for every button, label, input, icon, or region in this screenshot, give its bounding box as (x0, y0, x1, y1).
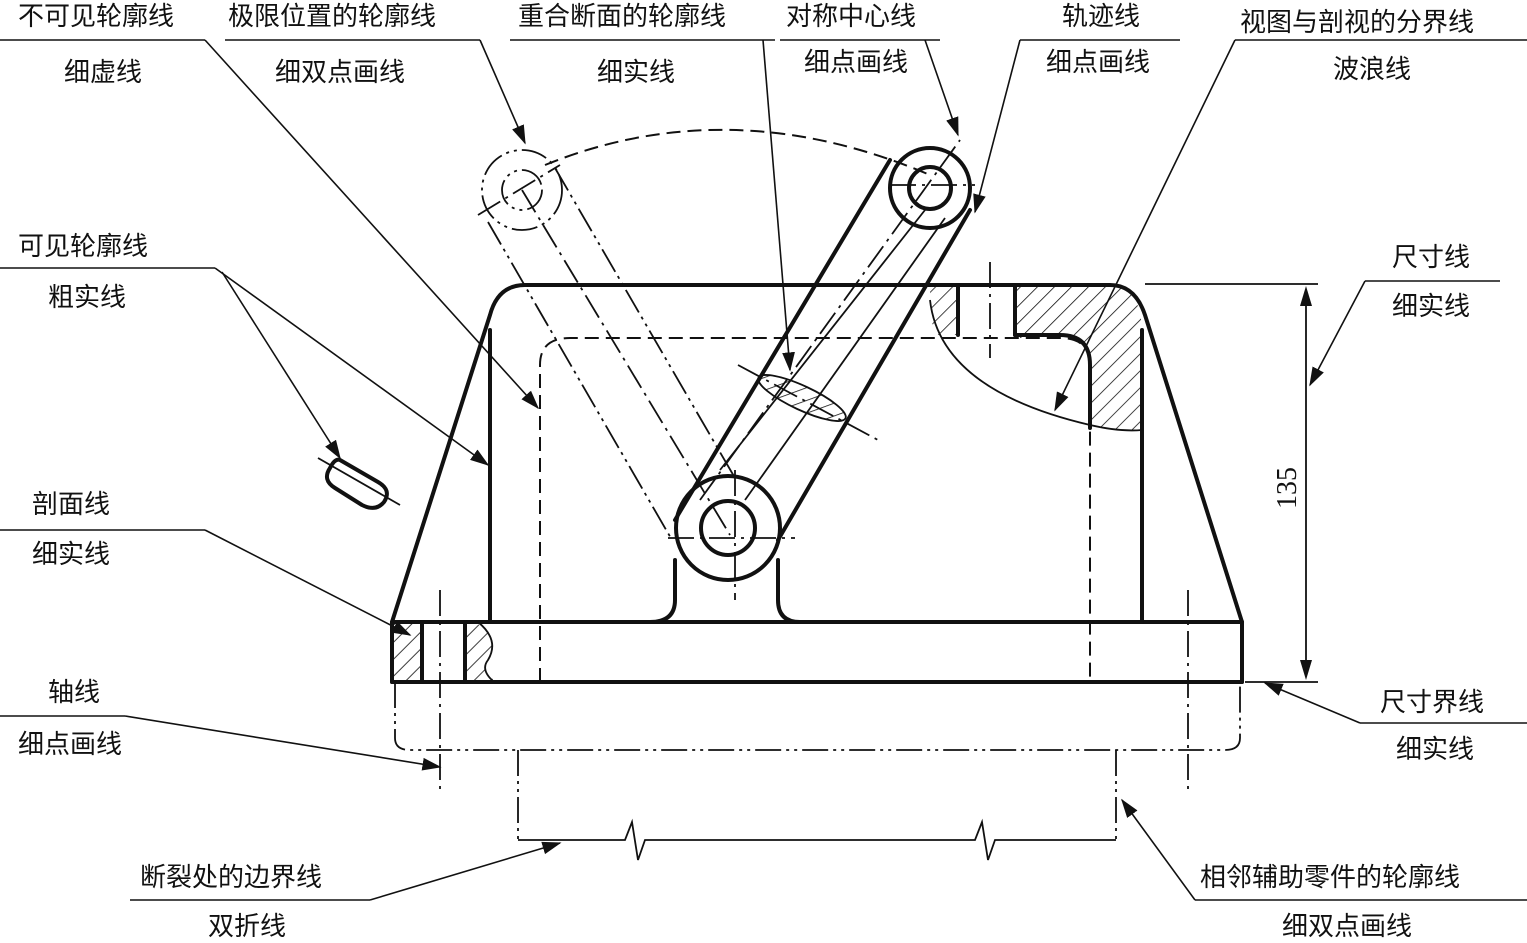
limit-position-arm (477, 149, 736, 541)
label-dimension-line: 尺寸线 (1392, 243, 1471, 273)
section-region-left (394, 620, 495, 684)
label-hidden-outline-type: 细虚线 (64, 58, 143, 88)
swing-arm (668, 139, 975, 600)
label-coincident-section: 重合断面的轮廓线 (518, 2, 727, 32)
label-coincident-section-type: 细实线 (597, 58, 676, 88)
label-adjacent-part: 相邻辅助零件的轮廓线 (1200, 863, 1461, 893)
pin-detail (317, 457, 401, 510)
label-axis-type: 细点画线 (18, 730, 123, 760)
break-line (518, 818, 1116, 861)
label-hidden-outline: 不可见轮廓线 (18, 2, 175, 32)
label-break-boundary-type: 双折线 (208, 912, 287, 942)
coincident-section (737, 364, 879, 441)
label-underlines (0, 39, 1527, 901)
label-visible-outline-type: 粗实线 (48, 283, 127, 313)
label-limit-position: 极限位置的轮廓线 (228, 2, 437, 32)
label-trajectory: 轨迹线 (1062, 2, 1141, 32)
adjacent-part (394, 590, 1241, 840)
leader-lines (124, 39, 1366, 901)
label-view-section-boundary-type: 波浪线 (1333, 55, 1412, 85)
label-view-section-boundary: 视图与剖视的分界线 (1240, 8, 1475, 38)
main-body (390, 283, 1244, 684)
label-symmetry-center: 对称中心线 (786, 2, 917, 32)
label-dimension-line-type: 细实线 (1392, 292, 1471, 322)
label-axis: 轴线 (48, 678, 101, 708)
label-trajectory-type: 细点画线 (1046, 48, 1151, 78)
label-adjacent-part-type: 细双点画线 (1282, 912, 1413, 942)
label-visible-outline: 可见轮廓线 (18, 232, 149, 262)
label-extension-line-type: 细实线 (1396, 735, 1475, 765)
label-hatch-line-type: 细实线 (32, 540, 111, 570)
section-region-top-right (929, 262, 1143, 432)
label-hatch-line: 剖面线 (32, 490, 111, 520)
dimension-value: 135 (1272, 467, 1303, 509)
label-extension-line: 尺寸界线 (1380, 688, 1485, 718)
trajectory-arc (544, 128, 931, 176)
label-limit-position-type: 细双点画线 (275, 58, 406, 88)
label-symmetry-center-type: 细点画线 (804, 48, 909, 78)
hidden-inner-outline (539, 337, 1091, 682)
dimension-135: 135 (1145, 283, 1318, 683)
label-break-boundary: 断裂处的边界线 (140, 863, 323, 893)
